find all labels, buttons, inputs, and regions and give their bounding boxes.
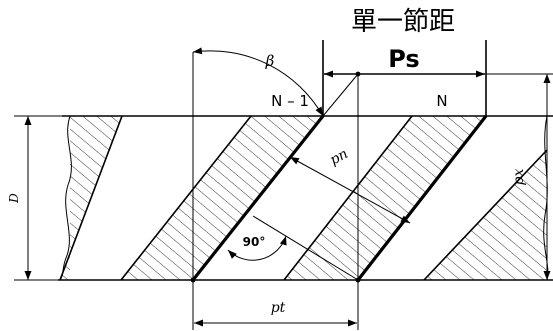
tooth-left-label: N – 1 (271, 92, 309, 110)
right-angle-arc (227, 235, 287, 261)
tooth-right-label: N (436, 92, 447, 110)
beta-arc (192, 47, 324, 117)
node (190, 277, 196, 283)
pn-dimension-line (289, 156, 411, 224)
tooth-band (121, 116, 323, 280)
beta-label: β (265, 52, 275, 70)
small-diagonal (322, 73, 359, 117)
px-label: px (511, 168, 527, 185)
right-angle-leg (252, 215, 359, 281)
helix-lines (59, 115, 548, 281)
d-label: D (7, 193, 21, 204)
pitch-label: Ps (388, 45, 419, 73)
pt-label: pt (271, 300, 286, 316)
pn-label: pn (327, 146, 350, 169)
diagram-title: 單一節距 (351, 7, 455, 37)
angle-90-label: 90° (243, 235, 266, 249)
